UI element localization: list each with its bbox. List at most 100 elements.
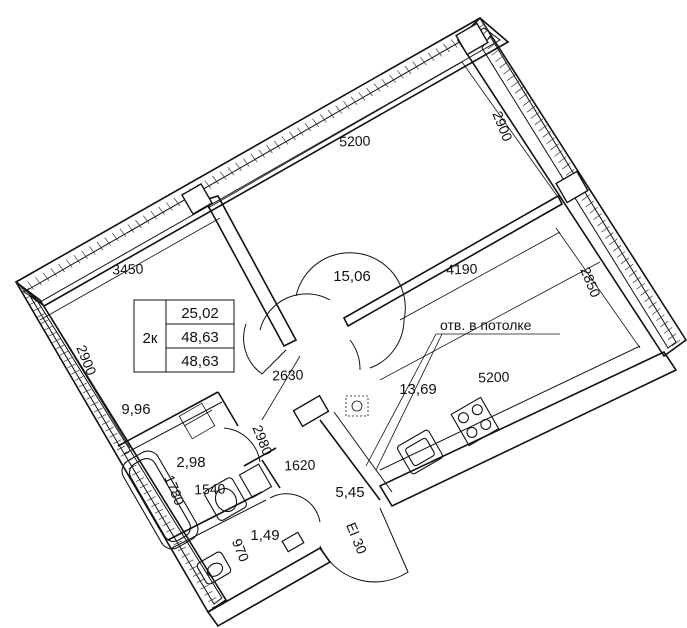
wall-hatch-tick <box>116 445 126 451</box>
wall-hatch-tick <box>389 74 396 84</box>
wall-hatch-tick <box>177 546 186 552</box>
dim-wc-width: 970 <box>229 536 253 564</box>
wall-hatch-tick <box>565 169 575 176</box>
wall-hatch-tick <box>397 70 404 79</box>
wall-hatch-tick <box>609 238 618 246</box>
wall-hatch-tick <box>640 289 649 296</box>
bath-right-wall-top <box>217 391 239 427</box>
dim-bath-door: 2980 <box>249 423 276 458</box>
wall-hatch-tick <box>343 100 350 110</box>
wall-hatch-tick <box>185 559 194 565</box>
wall-hatch-tick <box>104 237 111 246</box>
wall-hatch-tick <box>181 553 190 558</box>
wall-hatch-tick <box>135 219 142 229</box>
wall-hatch-tick <box>350 96 358 106</box>
column-wc <box>281 531 305 553</box>
wall-hatch-tick <box>304 122 312 132</box>
column-right <box>555 170 589 204</box>
wall-hatch-tick <box>366 87 373 97</box>
partition-hall-kitchen-inner <box>333 411 393 493</box>
wall-hatch-tick <box>52 338 61 343</box>
wall-hatch-tick <box>219 171 227 180</box>
wall-hatch-tick <box>21 287 31 293</box>
door-swing-wc <box>269 493 321 523</box>
room-area-big: 15,06 <box>333 268 371 285</box>
wall-hatch-tick <box>97 414 107 419</box>
room-area-wc: 1,49 <box>250 527 279 544</box>
wall-hatch-tick <box>192 572 202 577</box>
wall-hatch-tick <box>511 80 520 88</box>
wall-hatch-tick <box>373 83 381 92</box>
area-table-frame <box>133 299 235 373</box>
wall-hatch-tick <box>204 591 213 596</box>
wall-hatch-tick <box>173 197 181 207</box>
room-labels: 15,06 9,96 13,69 5,45 2,98 1,49 <box>121 268 436 544</box>
wall-hatch-tick <box>204 180 212 189</box>
dimension-lines <box>39 61 641 471</box>
bath-top-wall <box>117 391 219 447</box>
toilet <box>196 551 232 585</box>
wall-hatch-tick <box>597 219 606 227</box>
wall-hatch-tick <box>189 565 198 571</box>
wall-hatch-tick <box>150 210 158 220</box>
wall-hatch-tick <box>327 109 335 119</box>
area-living-value: 25,02 <box>181 305 219 322</box>
wall-hatch-tick <box>78 382 88 388</box>
wall-hatch-tick <box>37 312 46 318</box>
room-area-hall: 5,45 <box>335 484 364 501</box>
wall-hatch-tick <box>624 263 634 271</box>
wall-hatch-tick <box>562 162 571 170</box>
wall-hatch-tick <box>538 124 547 132</box>
wall-hatch-tick <box>593 213 602 220</box>
washing-machine <box>238 463 273 499</box>
wall-hatch-tick <box>235 162 242 172</box>
wall-hatch-tick <box>173 540 183 546</box>
dim-line-top-height <box>461 61 561 201</box>
wall-hatch-tick <box>644 295 653 303</box>
wall-hatch-tick <box>119 228 127 238</box>
wall-hatch-tick <box>435 48 443 57</box>
wall-hatch-tick <box>660 320 669 328</box>
room-area-bath: 2,98 <box>176 454 205 471</box>
note-leader-2 <box>375 333 443 471</box>
dim-line-top-width <box>207 61 463 209</box>
partition-big-room-kitchen <box>342 194 564 328</box>
wall-hatch-tick <box>89 246 96 255</box>
doors <box>223 252 409 583</box>
south-east-exterior-wall <box>378 350 678 508</box>
wall-hatch-tick <box>589 206 598 214</box>
door-swing-entrance <box>319 507 409 583</box>
wall-hatch-tick <box>56 344 65 350</box>
wall-hatch-tick <box>542 131 551 138</box>
wall-hatch-tick <box>101 420 110 426</box>
wall-hatch-tick <box>158 515 167 520</box>
column-top-right <box>455 22 489 56</box>
wall-hatch-tick <box>266 144 273 154</box>
dim-line-left-width <box>39 217 221 321</box>
dim-line-kitchen-width <box>379 261 601 381</box>
wall-hatch-tick <box>50 268 58 277</box>
wall-hatch-tick <box>44 325 53 331</box>
wall-hatch-tick <box>105 426 114 432</box>
area-total-value: 48,63 <box>181 329 219 346</box>
wall-hatch-tick <box>412 61 419 70</box>
dim-right-height: 2850 <box>577 265 604 300</box>
south-west-exterior-wall <box>15 281 228 614</box>
wall-hatch-tick <box>554 150 563 157</box>
wall-hatch-tick <box>154 508 164 514</box>
wall-hatch-tick <box>29 300 38 305</box>
wall-hatch-tick <box>487 42 496 50</box>
wall-hatch-tick <box>208 597 217 602</box>
door-swing-bath <box>223 427 261 463</box>
wall-hatch-tick <box>522 99 532 107</box>
wall-hatch-tick <box>151 502 160 508</box>
wall-hatch-tick <box>601 225 610 233</box>
dim-left-width: 3450 <box>112 260 144 277</box>
wall-hatch-tick <box>620 257 630 265</box>
wall-hatch-tick <box>358 92 366 101</box>
wall-hatch-tick <box>427 52 435 62</box>
ventilation-shaft <box>345 395 369 417</box>
dim-kitchen-width: 5200 <box>478 368 510 385</box>
dim-top-height: 2900 <box>489 109 516 144</box>
wall-hatch-tick <box>420 56 427 66</box>
